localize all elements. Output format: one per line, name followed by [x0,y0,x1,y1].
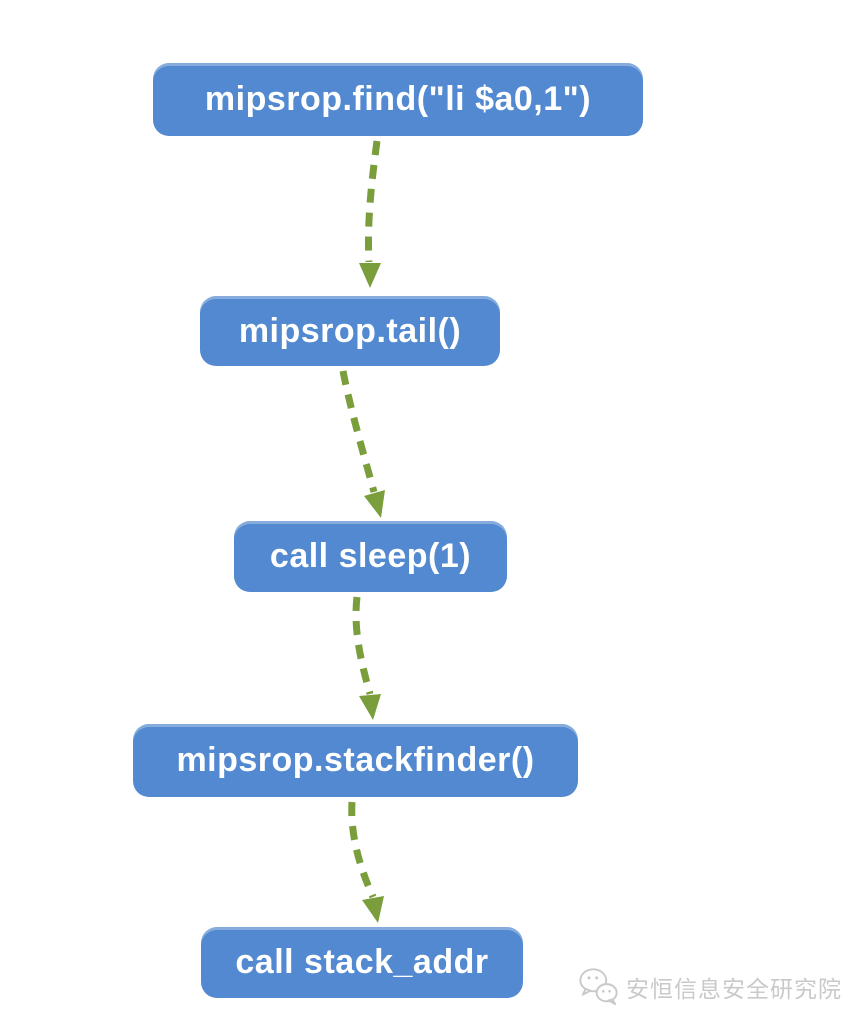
arrow-sleep-to-stackfinder [352,596,381,720]
arrow-find-to-tail [359,140,381,288]
flow-node-mipsrop-tail: mipsrop.tail() [200,296,500,366]
flow-node-mipsrop-stackfinder: mipsrop.stackfinder() [133,724,578,797]
watermark-text: 安恒信息安全研究院 [626,976,842,1002]
wechat-chat-bubbles-icon [579,968,618,1006]
flow-node-call-stack-addr: call stack_addr [201,927,523,998]
watermark: 安恒信息安全研究院 [578,966,842,1008]
flow-node-call-sleep: call sleep(1) [234,521,507,592]
arrow-tail-to-sleep [339,370,385,518]
flow-node-mipsrop-find: mipsrop.find("li $a0,1") [153,63,643,136]
arrow-stackfinder-to-stackaddr [348,801,384,923]
